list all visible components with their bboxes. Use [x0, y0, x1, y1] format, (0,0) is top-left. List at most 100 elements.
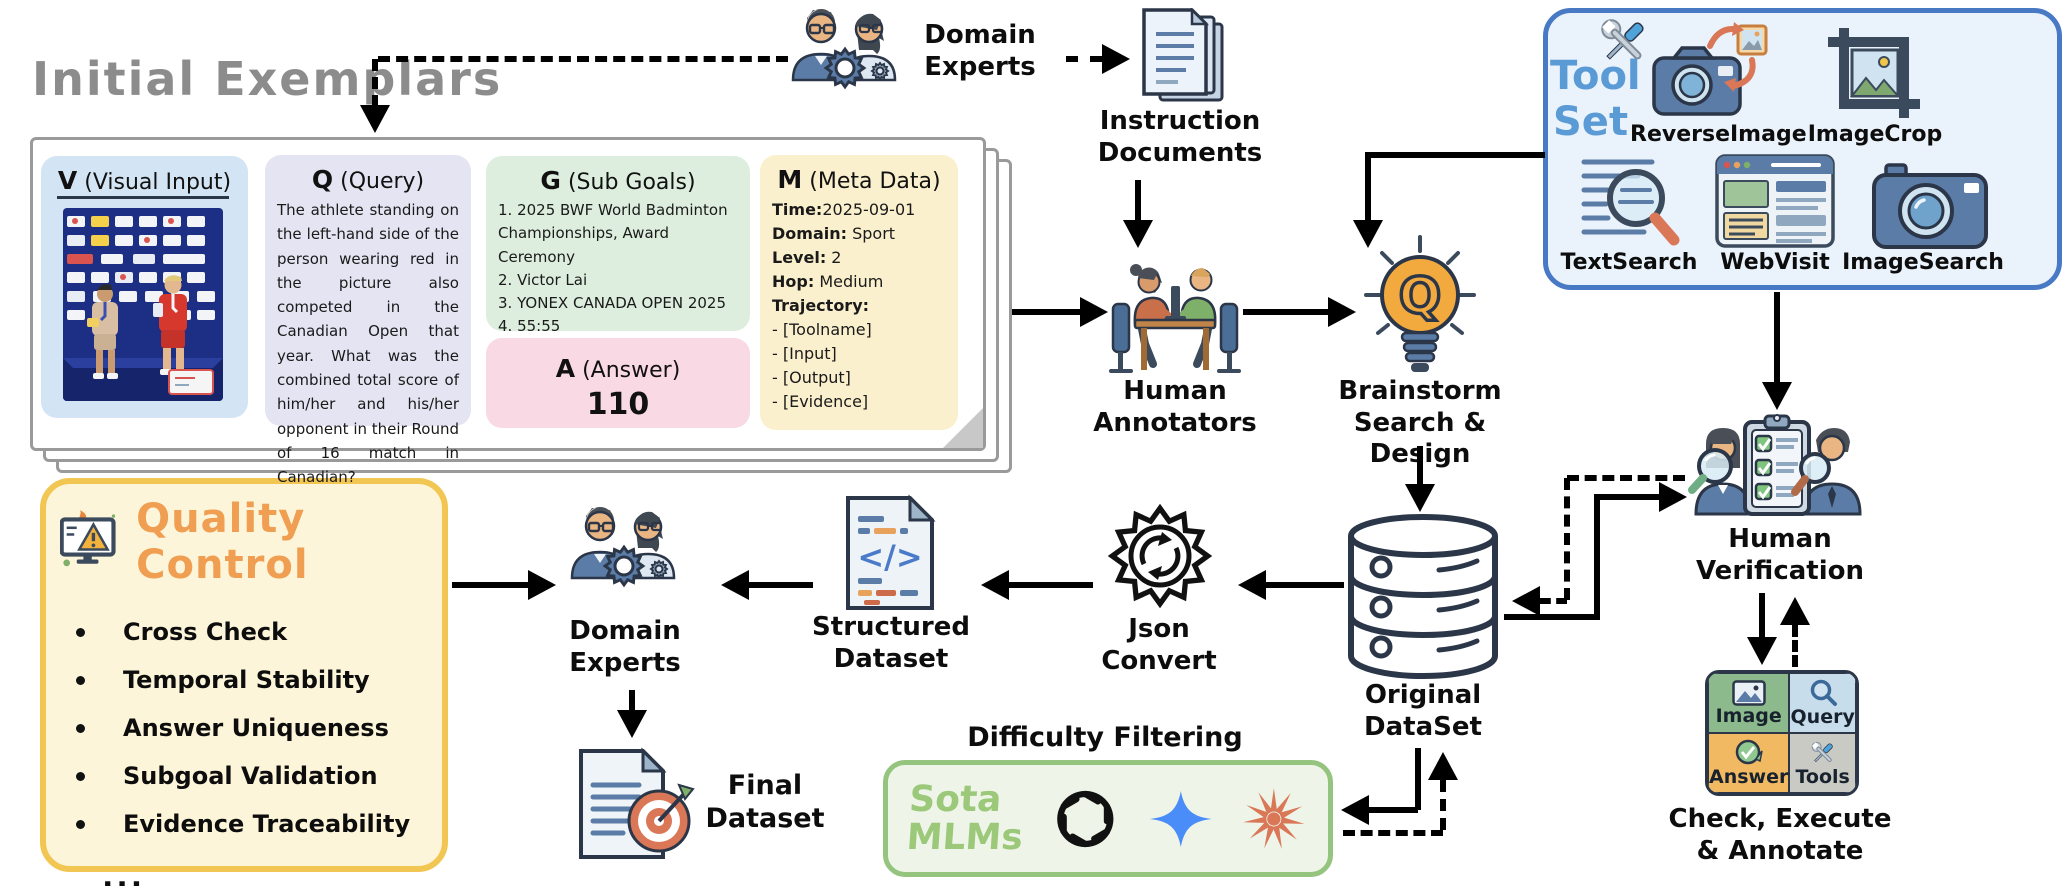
image-icon	[1731, 680, 1766, 706]
human-verification-icon	[1688, 414, 1862, 516]
meta-row: - [Toolname]	[772, 320, 872, 339]
qc-item: Cross Check	[76, 618, 434, 646]
final-dataset-icon	[579, 747, 695, 859]
visual-letter: V	[57, 166, 78, 195]
flow-dashed-line	[1567, 475, 1685, 481]
tool-label-webvisit: WebVisit	[1720, 250, 1830, 275]
arrowhead-down	[1353, 220, 1383, 248]
meta-title: M (Meta Data)	[772, 165, 946, 194]
visual-title-text: (Visual Input)	[84, 170, 232, 195]
brainstorm-bulb-icon: Q	[1364, 235, 1476, 372]
tool-label-imagecrop: ImageCrop	[1807, 122, 1943, 147]
meta-row: Level: 2	[772, 248, 842, 267]
answer-letter: A	[555, 354, 576, 383]
flow-dashed-line	[372, 59, 378, 107]
flow-dashed-line	[1343, 830, 1443, 836]
arrowhead-left	[981, 570, 1009, 600]
meta-panel: M (Meta Data) Time:2025-09-01 Domain: Sp…	[760, 155, 958, 430]
arrowhead-left	[1512, 586, 1540, 616]
flow-line	[1007, 582, 1093, 588]
human-annotators-icon	[1109, 264, 1241, 373]
flow-dashed-line	[1792, 625, 1798, 667]
query-panel: Q (Query) The athlete standing on the le…	[265, 155, 471, 486]
domain-experts-icon	[562, 500, 687, 588]
search-icon	[1810, 679, 1837, 706]
toolset-title-line1: Tool	[1550, 53, 1641, 99]
tools-icon	[1809, 740, 1835, 765]
arrowhead-right	[1659, 482, 1687, 512]
database-icon	[1348, 514, 1498, 679]
check-execute-annotate-label: Check, Execute& Annotate	[1668, 804, 1892, 866]
tool-label-textsearch: TextSearch	[1560, 250, 1698, 275]
arrowhead-left	[721, 570, 749, 600]
tool-label-reverseimage: ReverseImage	[1630, 122, 1807, 147]
flow-line	[1417, 446, 1423, 486]
meta-row: - [Evidence]	[772, 392, 869, 411]
json-convert-icon	[1098, 496, 1222, 618]
meta-row: - [Output]	[772, 368, 851, 387]
quality-control-box: Quality Control Cross Check Temporal Sta…	[40, 478, 448, 886]
athlete-right	[153, 275, 187, 375]
documents-icon	[1142, 8, 1224, 102]
qc-item: Subgoal Validation	[76, 762, 434, 790]
difficulty-filtering-title: Difficulty Filtering	[967, 722, 1243, 753]
grid-cell-query: Query	[1789, 673, 1856, 733]
image-search-camera-icon	[1872, 163, 1988, 249]
tool-label-imagesearch: ImageSearch	[1842, 250, 2004, 275]
arrowhead-up	[1428, 752, 1458, 780]
flow-line	[1135, 180, 1141, 222]
meta-row: Hop: Medium	[772, 272, 884, 291]
toolset-title-line2: Set	[1553, 99, 1629, 145]
subgoal-item: 1. 2025 BWF World Badminton Championship…	[498, 201, 728, 266]
openai-logo	[1057, 790, 1114, 847]
arrowhead-down	[360, 105, 390, 133]
flow-line	[1774, 292, 1780, 384]
subgoals-title: G (Sub Goals)	[498, 166, 738, 195]
arrowhead-down	[1747, 637, 1777, 665]
gemini-logo	[1149, 790, 1212, 847]
subgoal-item: 2. Victor Lai	[498, 270, 588, 289]
answer-title: A (Answer)	[498, 354, 738, 383]
arrowhead-down	[1405, 484, 1435, 512]
image-crop-icon	[1828, 28, 1920, 118]
flow-line	[629, 690, 635, 712]
arrowhead-right	[1102, 44, 1130, 74]
domain-experts-icon	[783, 2, 908, 90]
quality-control-header: Quality Control	[46, 484, 442, 588]
arrowhead-down	[1762, 382, 1792, 410]
qc-item: Evidence Traceability	[76, 810, 434, 838]
exemplar-card: V (Visual Input)	[30, 137, 986, 486]
flow-line	[1006, 309, 1080, 315]
code-glyph: </>	[857, 538, 922, 576]
meta-row: - [Input]	[772, 344, 837, 363]
flow-dashed-line	[1066, 56, 1102, 62]
query-title-text: (Query)	[340, 169, 425, 194]
meta-letter: M	[777, 165, 803, 194]
qc-item: Answer Uniqueness	[76, 714, 434, 742]
arrowhead-down	[1123, 220, 1153, 248]
arrowhead-down	[617, 710, 647, 738]
monitor-warning-icon	[60, 510, 116, 567]
arrowhead-left	[1341, 795, 1369, 825]
quality-control-list: Cross Check Temporal Stability Answer Un…	[46, 588, 442, 886]
subgoals-letter: G	[540, 166, 561, 195]
meta-title-text: (Meta Data)	[809, 169, 941, 194]
flow-line	[1594, 494, 1600, 620]
query-title: Q (Query)	[277, 165, 459, 194]
check-bubble-icon	[1735, 739, 1763, 765]
arrowhead-up	[1780, 597, 1810, 625]
arrowhead-left	[1238, 570, 1266, 600]
quality-control-title: Quality Control	[136, 496, 309, 588]
flow-dashed-line	[1540, 598, 1567, 604]
flow-line	[1365, 152, 1371, 222]
